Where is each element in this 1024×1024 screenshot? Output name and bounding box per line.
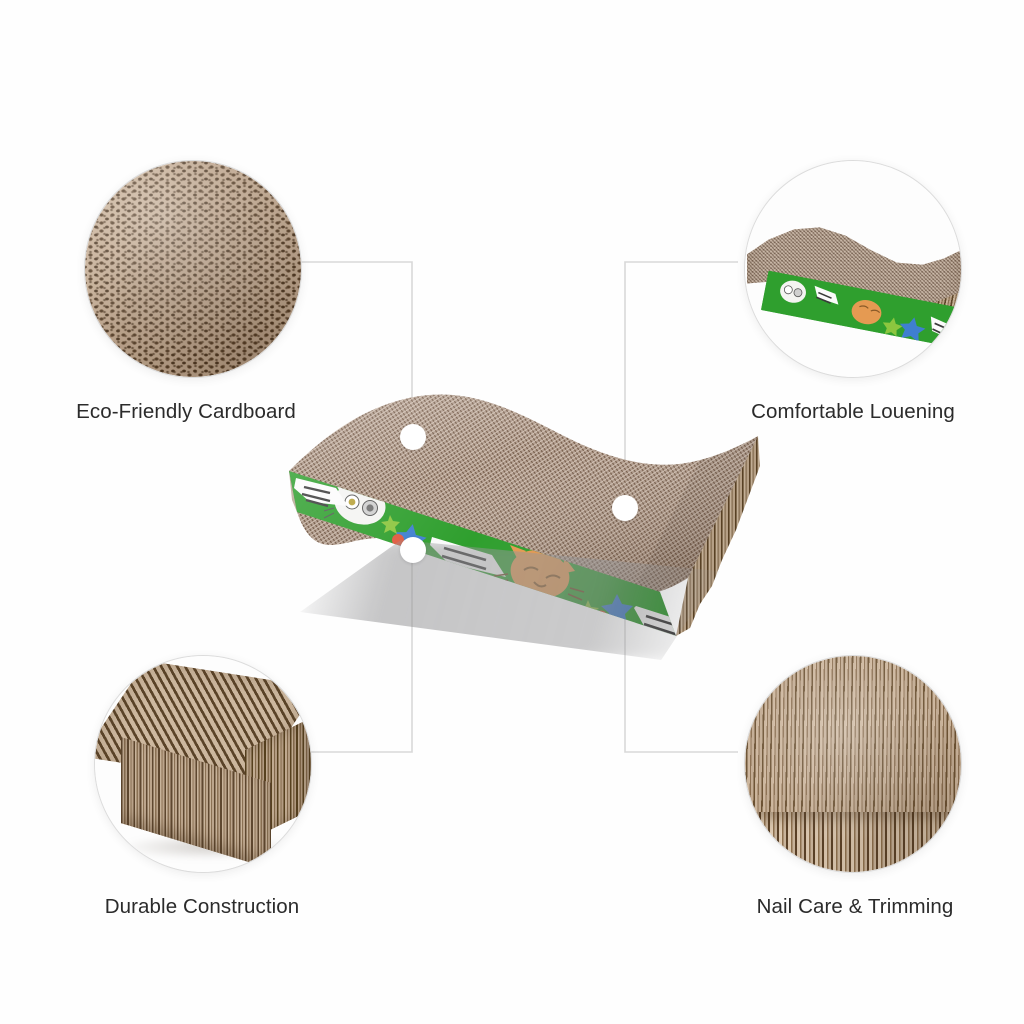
mini-white-cat-face (780, 280, 806, 303)
connector-path-top-right (624, 261, 738, 508)
feature-label-nail-care-trimming: Nail Care & Trimming (756, 895, 954, 918)
corrugation-shading (745, 656, 961, 872)
speech-bubble-patch-1 (294, 478, 348, 508)
scratcher-side-band (289, 471, 676, 636)
feature-eco-friendly-cardboard[interactable]: Eco-Friendly Cardboard (76, 160, 302, 424)
feature-label-durable-construction: Durable Construction (104, 895, 300, 918)
corrugated-block-scene (95, 656, 311, 872)
scratcher-left-tip (289, 471, 297, 512)
white-cat-face-motif (323, 479, 391, 525)
red-flower-motif-2 (594, 610, 608, 624)
feature-image-eco-friendly-cardboard (84, 160, 302, 378)
orange-cat-face-motif (493, 545, 585, 601)
green-star-motif-2 (577, 600, 599, 621)
feature-nail-care-trimming[interactable]: Nail Care & Trimming (744, 655, 962, 919)
connector-path-bottom-right (624, 509, 738, 753)
connector-dot-bottom-left (400, 537, 426, 563)
mini-pad-green-band (760, 270, 961, 348)
blue-star-motif-2 (601, 594, 633, 625)
feature-durable-construction[interactable]: Durable Construction (94, 655, 312, 919)
blue-star-motif-1 (395, 524, 427, 556)
connector-dot-top-right (612, 495, 638, 521)
mini-orange-cat-face (851, 299, 882, 325)
feature-image-comfortable-louening (744, 160, 962, 378)
mini-pad-scene (745, 161, 961, 377)
speech-bubble-patch-2 (430, 537, 506, 577)
feature-label-eco-friendly-cardboard: Eco-Friendly Cardboard (76, 400, 296, 423)
product-drop-shadow (300, 540, 720, 660)
connector-path-top-left (296, 261, 413, 437)
feature-image-durable-construction (94, 655, 312, 873)
speech-bubble-patch-3 (634, 606, 676, 636)
connector-dot-top-left (400, 424, 426, 450)
vertical-corrugation-texture (745, 656, 961, 872)
feature-image-nail-care-trimming (744, 655, 962, 873)
scratcher-right-edge (630, 436, 760, 636)
red-flower-motif-1 (392, 534, 404, 546)
feature-comfortable-louening[interactable]: Comfortable Louening (744, 160, 962, 424)
connector-path-bottom-left (306, 551, 413, 753)
honeycomb-pore-texture (85, 161, 301, 377)
scratcher-top-surface (289, 394, 758, 599)
feature-label-comfortable-louening: Comfortable Louening (751, 400, 955, 423)
green-star-motif-1 (381, 515, 400, 534)
